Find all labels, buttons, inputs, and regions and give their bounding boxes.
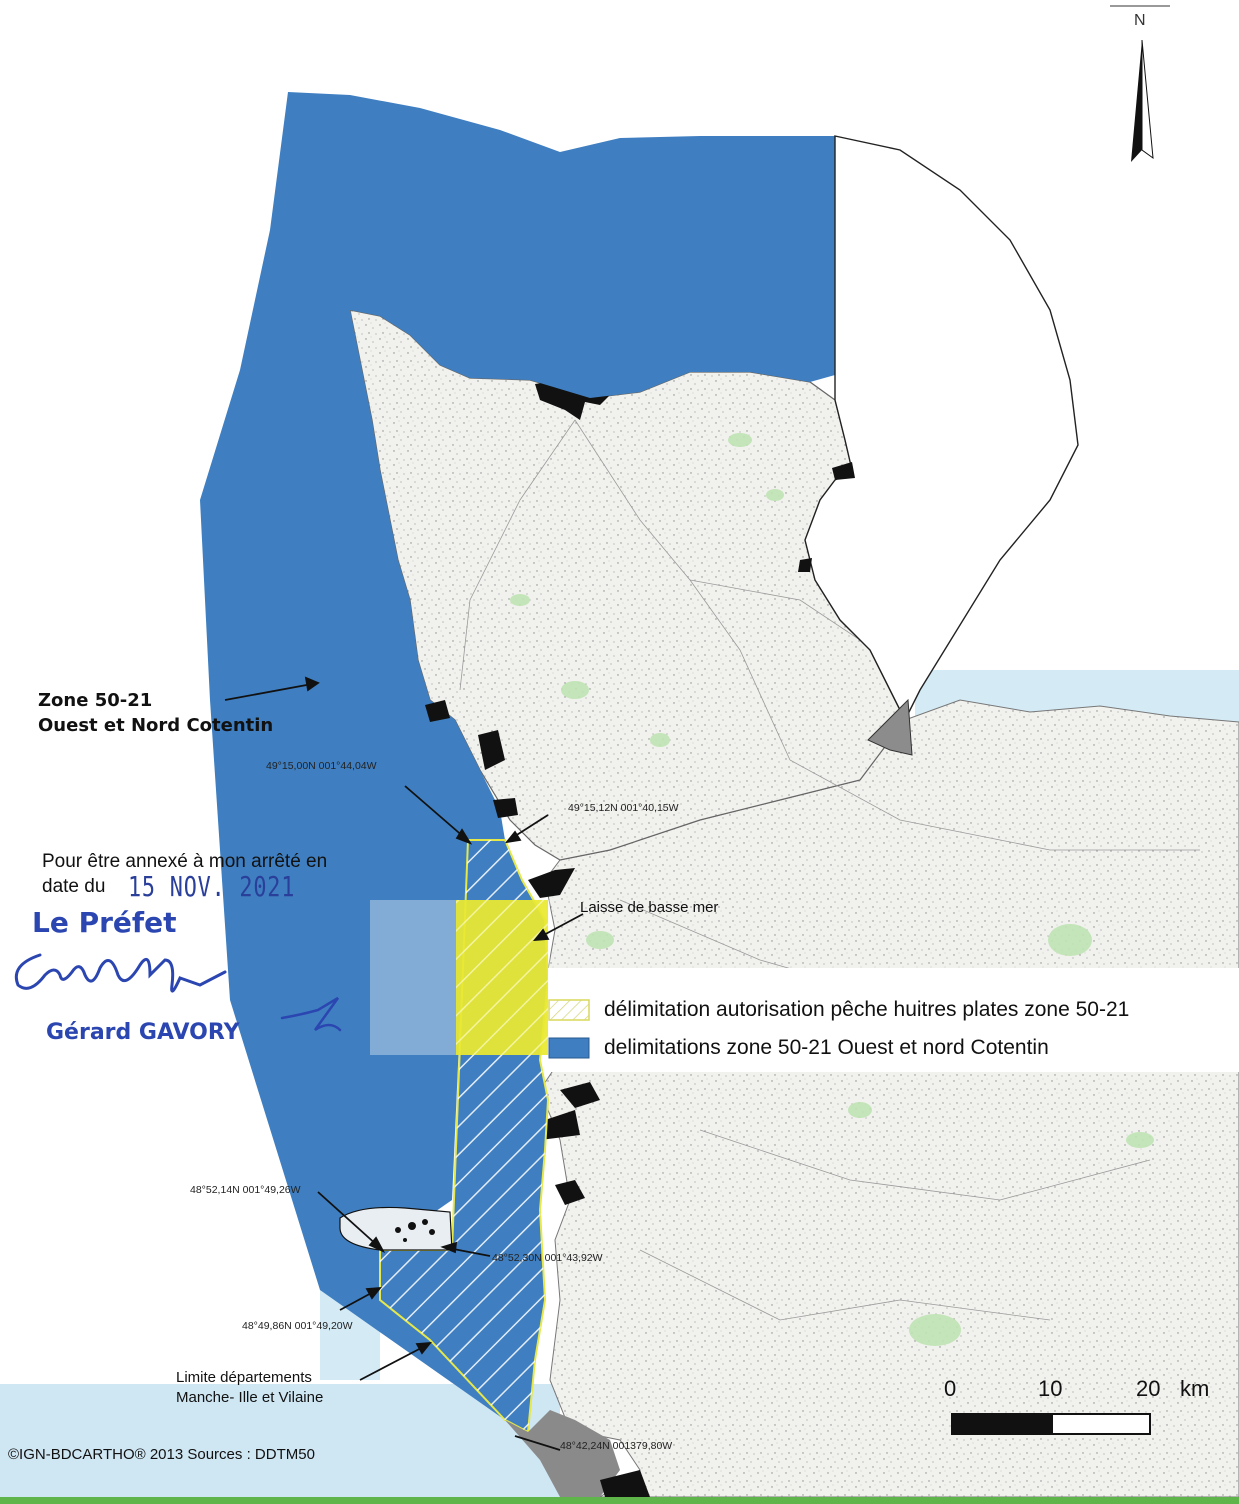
scale-tick-0: 0 xyxy=(944,1376,957,1401)
north-arrow xyxy=(1110,5,1170,162)
zone-title: Zone 50-21 Ouest et Nord Cotentin xyxy=(38,688,273,738)
zone-title-line2: Ouest et Nord Cotentin xyxy=(38,715,274,736)
coord-label-2: 49°15,12N 001°40,15W xyxy=(568,802,679,814)
stamp-date: 15 NOV. 2021 xyxy=(128,870,296,903)
north-label: N xyxy=(1134,12,1146,29)
legend-text-zone: delimitations zone 50-21 Ouest et nord C… xyxy=(604,1036,1049,1059)
signature xyxy=(14,953,227,993)
scale-tick-10: 10 xyxy=(1038,1376,1063,1401)
zone-50-21 xyxy=(200,92,835,1420)
scale-bar xyxy=(951,1413,1151,1435)
legend-swatch-oyster xyxy=(548,999,590,1021)
grey-zone xyxy=(867,698,913,756)
pointer-arrows xyxy=(224,676,584,1451)
coord-label-1: 49°15,00N 001°44,04W xyxy=(266,760,377,772)
coord-label-3: 48°52,14N 001°49,26W xyxy=(190,1184,301,1196)
limite-line1: Limite départements xyxy=(176,1369,312,1386)
coord-label-4: 48°52,30N 001°43,92W xyxy=(492,1252,603,1264)
stamp-title: Le Préfet xyxy=(32,906,177,939)
initials xyxy=(280,996,342,1032)
vegetation xyxy=(510,433,1154,1346)
legend-item-oyster: délimitation autorisation pêche huitres … xyxy=(548,994,1129,1026)
coord-label-5: 48°49,86N 001°49,20W xyxy=(242,1320,353,1332)
limite-line2: Manche- Ille et Vilaine xyxy=(176,1389,324,1406)
legend-swatch-zone xyxy=(548,1037,590,1059)
laisse-label: Laisse de basse mer xyxy=(580,899,719,916)
zone-title-line1: Zone 50-21 xyxy=(38,690,153,711)
annex-line2: date du xyxy=(42,876,106,897)
yellow-hatch xyxy=(456,900,548,1055)
stamp-name: Gérard GAVORY xyxy=(46,1020,240,1045)
legend-text-oyster: délimitation autorisation pêche huitres … xyxy=(604,998,1130,1021)
coastal-urban xyxy=(425,462,855,1205)
grey-south xyxy=(505,1410,620,1497)
south-urban xyxy=(600,1470,650,1497)
footer-line xyxy=(0,1497,1239,1504)
legend-item-zone: delimitations zone 50-21 Ouest et nord C… xyxy=(548,1032,1049,1064)
legend: délimitation autorisation pêche huitres … xyxy=(548,968,1239,1072)
chausey-islets xyxy=(395,1219,435,1242)
coord-label-6: 48°42,24N 001379,80W xyxy=(560,1440,673,1452)
limite-label: Limite départements Manche- Ille et Vila… xyxy=(176,1368,323,1408)
copyright: ©IGN-BDCARTHO® 2013 Sources : DDTM50 xyxy=(8,1446,315,1463)
annex-line1: Pour être annexé à mon arrêté en xyxy=(42,851,328,872)
scale-tick-20: 20 xyxy=(1136,1376,1161,1401)
scale-unit: km xyxy=(1180,1376,1210,1401)
